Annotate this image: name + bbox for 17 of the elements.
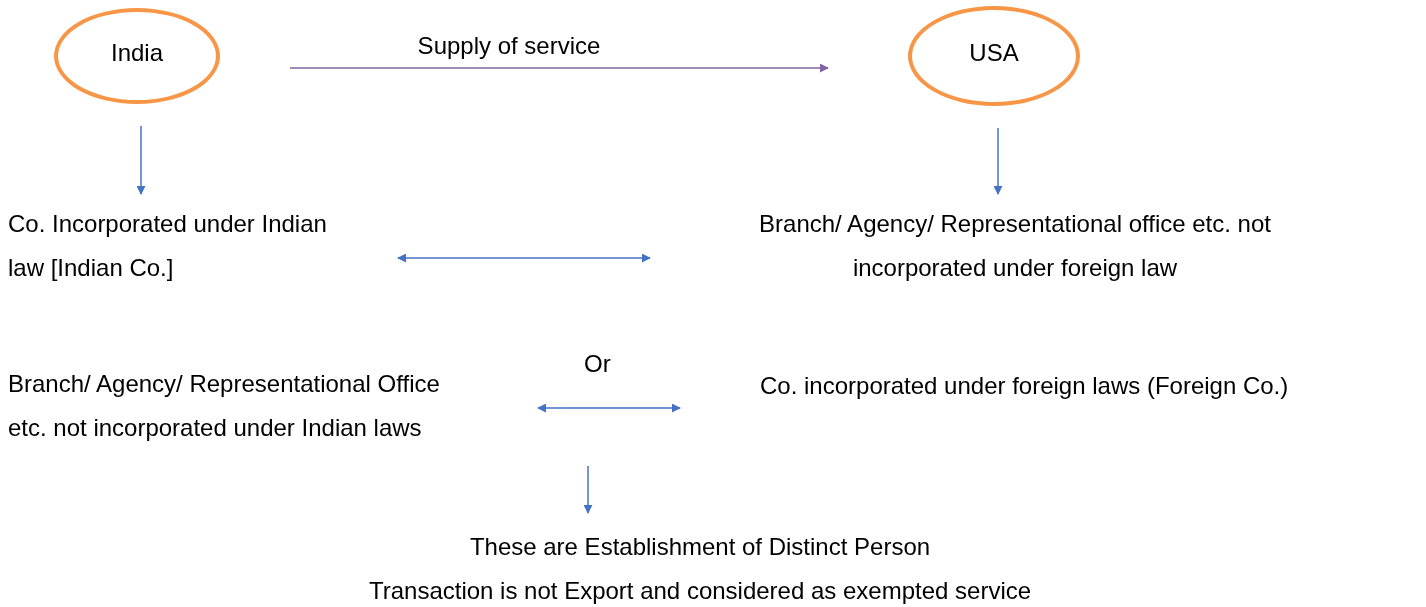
node-label: India <box>110 38 163 68</box>
node-text: Co. Incorporated under Indian law [Indian Co.] <box>8 209 328 283</box>
arrow <box>397 253 651 263</box>
node-text: Branch/ Agency/ Representational Office etc. not incorporated under Indian laws <box>8 369 441 443</box>
node-text: Transaction is not Export and considered as exempted service <box>368 576 1032 606</box>
connector-note: Or <box>584 349 611 379</box>
arrow <box>136 125 146 195</box>
ellipse-node <box>54 8 220 104</box>
ellipse-node <box>908 6 1080 106</box>
arrow <box>289 63 829 73</box>
node-text: Branch/ Agency/ Representational office etc. not incorporated under foreign law <box>758 209 1272 283</box>
node-text: Co. incorporated under foreign laws (Foreign Co.) <box>760 371 1289 401</box>
arrow <box>583 465 593 514</box>
node-text: These are Establishment of Distinct Person <box>469 532 931 562</box>
node-label: USA <box>969 38 1019 68</box>
arrow <box>537 403 681 413</box>
arrow <box>993 127 1003 195</box>
